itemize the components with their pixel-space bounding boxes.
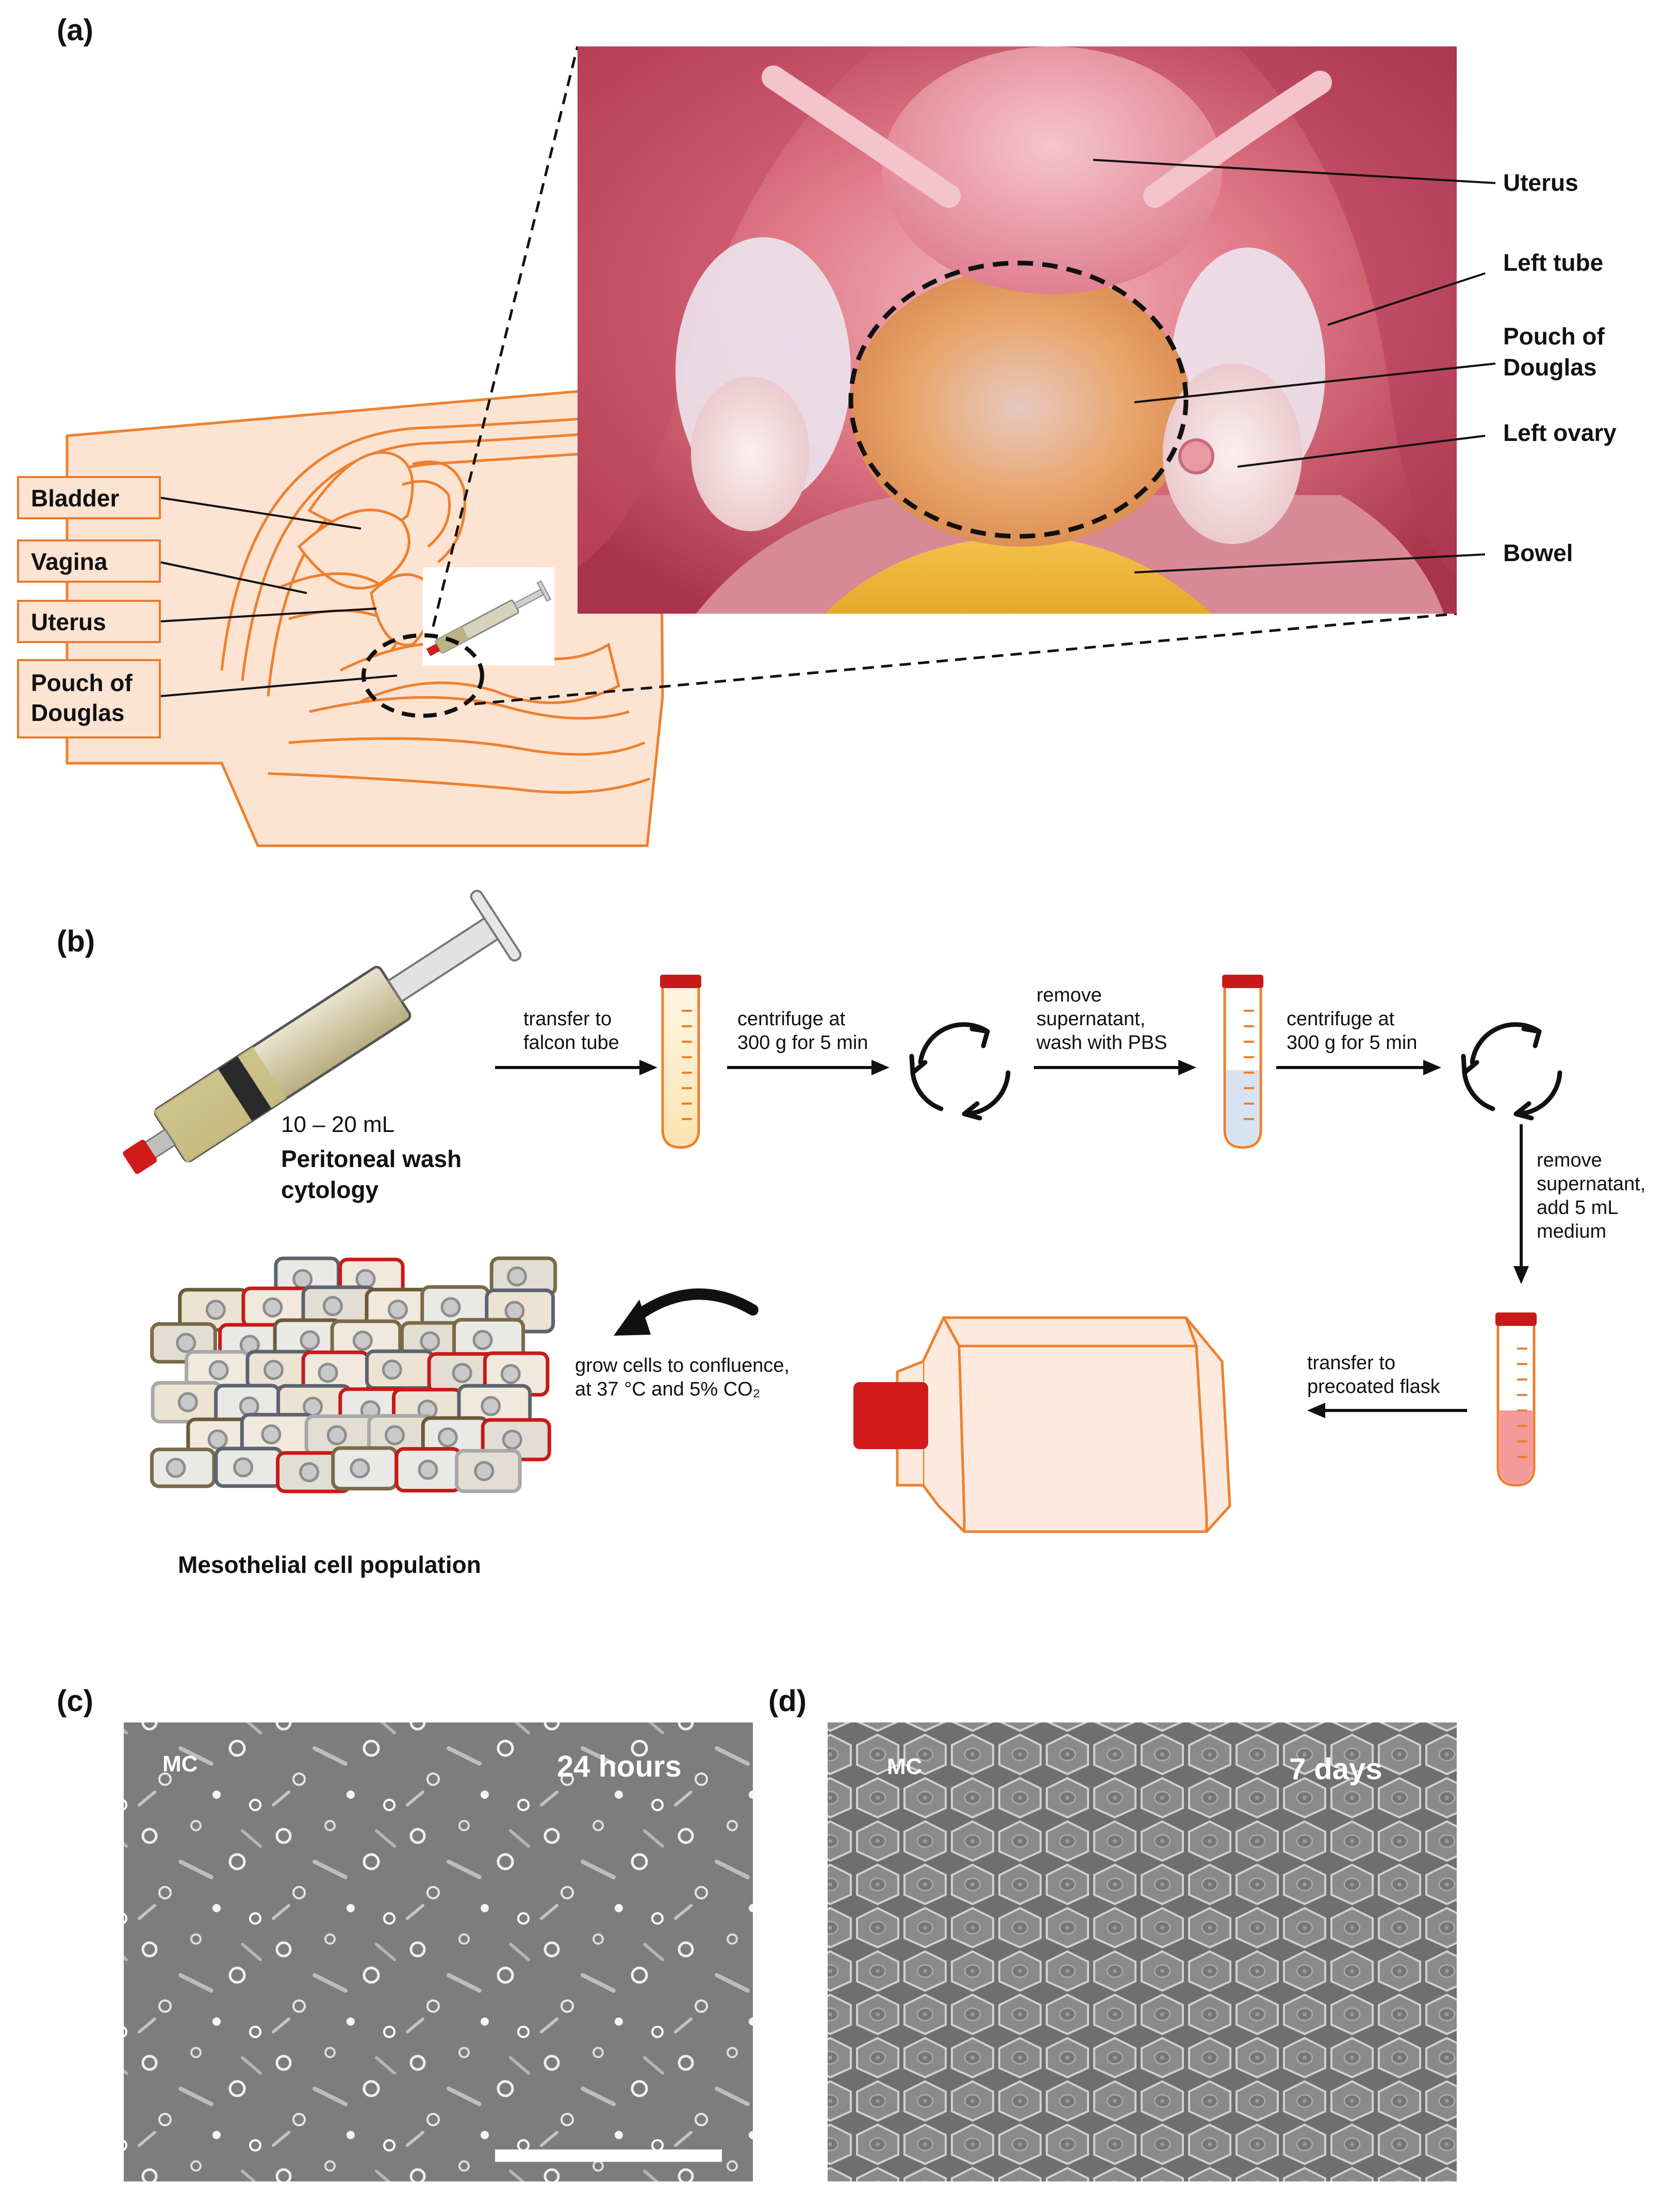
- panel-letter-a: (a): [57, 13, 93, 47]
- syringe-icon: [123, 890, 522, 1174]
- mesothelial-cell: [394, 1447, 462, 1493]
- photo-label-left-ovary: Left ovary: [1503, 419, 1617, 446]
- syringe-inset: [423, 567, 554, 665]
- panel-letter-b: (b): [57, 925, 95, 958]
- pouch-circle-large: [848, 260, 1189, 539]
- falcon-tube-2: [1222, 975, 1263, 1149]
- population-caption: Mesothelial cell population: [178, 1551, 481, 1578]
- panel-letter-c: (c): [57, 1684, 93, 1718]
- photo-label-left-tube: Left tube: [1503, 249, 1603, 276]
- mesothelial-cell: [420, 1285, 490, 1329]
- micrograph-7d-time: 7 days: [1289, 1752, 1382, 1786]
- micrograph-7d: MC 7 days: [828, 1722, 1457, 2181]
- micrograph-7d-tag: MC: [887, 1754, 922, 1779]
- zoom-line-bottom: [474, 612, 1457, 705]
- mesothelial-cell: [427, 1352, 501, 1394]
- zoom-line-top: [432, 46, 579, 627]
- label-uterus-left-text: Uterus: [31, 609, 106, 635]
- flow-arrows: [495, 1060, 1529, 1418]
- mesothelial-cell: [214, 1447, 284, 1488]
- mesothelial-cell: [151, 1381, 223, 1424]
- micrograph-24h-time: 24 hours: [557, 1750, 682, 1783]
- label-uterus-left: Uterus: [17, 600, 161, 643]
- label-bladder-text: Bladder: [31, 485, 119, 512]
- scale-bar: [495, 2149, 722, 2162]
- pouch-circle-small: [361, 633, 484, 718]
- photo-label-bowel: Bowel: [1503, 539, 1573, 566]
- label-bladder: Bladder: [17, 476, 161, 519]
- culture-flask-icon: [853, 1316, 1231, 1533]
- label-vagina: Vagina: [17, 539, 161, 583]
- mesothelial-cell: [455, 1449, 522, 1493]
- sagittal-diagram: [65, 383, 664, 847]
- laparoscopy-photo: [578, 46, 1457, 614]
- mesothelial-cell: [452, 1318, 525, 1362]
- mesothelial-cell: [365, 1349, 435, 1390]
- falcon-tube-3: [1495, 1312, 1537, 1487]
- falcon-tube-1: [660, 975, 701, 1149]
- step-7-text: grow cells to confluence,at 37 °C and 5%…: [575, 1355, 789, 1400]
- mesothelial-cell: [457, 1384, 532, 1429]
- centrifuge-icon-2: [1461, 1022, 1562, 1121]
- mesothelial-cell: [421, 1416, 489, 1459]
- centrifuge-icon-1: [909, 1022, 1011, 1121]
- label-vagina-text: Vagina: [31, 548, 108, 575]
- mesothelial-cell: [240, 1413, 316, 1456]
- micrograph-24h-tag: MC: [162, 1751, 197, 1777]
- mesothelial-cells-icon: [150, 1256, 557, 1493]
- mesothelial-cell: [301, 1285, 377, 1327]
- photo-label-uterus: Uterus: [1503, 169, 1578, 196]
- micrograph-24h: MC 24 hours: [124, 1722, 753, 2181]
- panel-letter-d: (d): [768, 1684, 806, 1718]
- curved-arrow-icon: [614, 1288, 759, 1336]
- mesothelial-cell: [150, 1447, 216, 1488]
- syringe-volume: 10 – 20 mL: [281, 1112, 394, 1137]
- mesothelial-cell: [331, 1446, 398, 1491]
